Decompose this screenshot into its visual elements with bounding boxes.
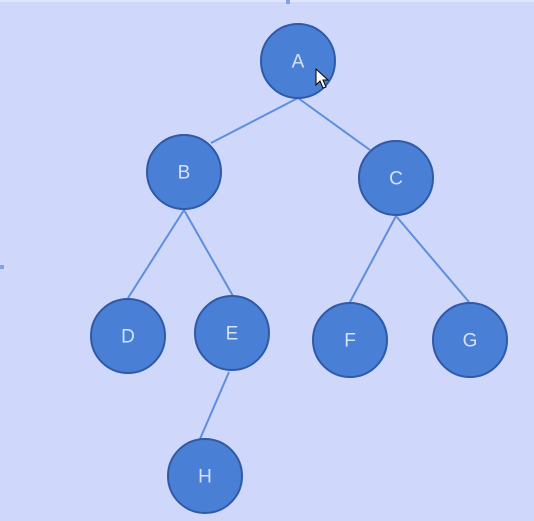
node-circle-b (146, 134, 222, 210)
node-label-f: F (344, 331, 356, 352)
node-circle-d (90, 298, 166, 374)
tree-node-b[interactable]: B (146, 134, 222, 210)
tree-node-e[interactable]: E (194, 295, 270, 371)
edge-c-g (395, 215, 470, 303)
selection-handle-left[interactable] (0, 265, 4, 269)
tree-node-g[interactable]: G (432, 302, 508, 378)
node-label-g: G (463, 331, 478, 352)
tree-node-f[interactable]: F (312, 302, 388, 378)
top-border (0, 0, 534, 2)
node-circle-e (194, 295, 270, 371)
node-label-e: E (226, 324, 239, 345)
node-circle-c (358, 140, 434, 216)
edge-c-f (349, 215, 397, 303)
node-circle-f (312, 302, 388, 378)
tree-node-d[interactable]: D (90, 298, 166, 374)
node-label-c: C (389, 169, 403, 190)
mouse-cursor-icon (315, 67, 330, 89)
node-circle-g (432, 302, 508, 378)
selection-handle-top[interactable] (286, 0, 290, 4)
node-label-a: A (292, 52, 305, 73)
tree-node-h[interactable]: H (167, 438, 243, 514)
edge-b-e (183, 209, 234, 297)
node-label-d: D (121, 327, 135, 348)
node-label-h: H (198, 467, 212, 488)
edges-layer (127, 97, 470, 440)
edge-e-h (199, 371, 230, 440)
edge-a-b (210, 97, 299, 144)
node-circle-h (167, 438, 243, 514)
tree-node-c[interactable]: C (358, 140, 434, 216)
edge-b-d (127, 209, 185, 299)
edge-a-c (297, 97, 371, 151)
node-label-b: B (178, 163, 191, 184)
